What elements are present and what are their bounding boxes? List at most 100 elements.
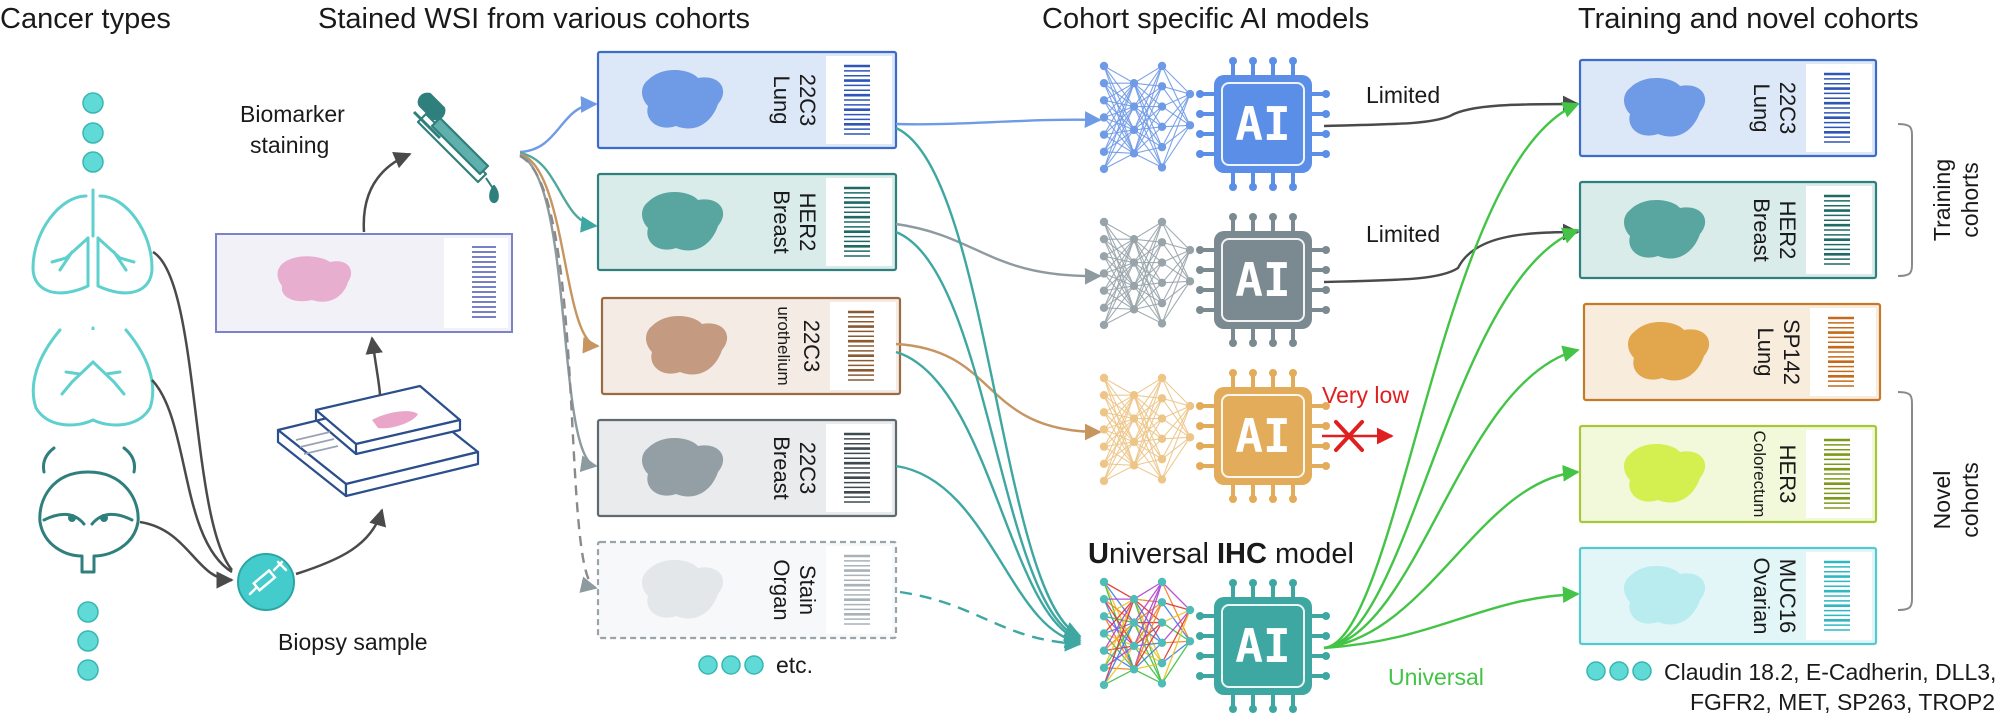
- scanner-to-slide-arrow: [365, 336, 383, 397]
- wsi_slides-barcode-0: [844, 64, 870, 135]
- wsi_slides-tissue-4: [642, 559, 724, 619]
- limited-label-1: Limited: [1366, 82, 1440, 108]
- biopsy-label: Biopsy sample: [278, 629, 428, 655]
- training-label-line1: Training: [1929, 159, 1955, 241]
- cross-icon: [1334, 420, 1364, 452]
- novel-bracket: [1897, 391, 1913, 611]
- wsi_slides-organ-1: Breast: [769, 190, 794, 254]
- biomarker-label-line2: staining: [250, 132, 329, 158]
- cohort_slides-organ-0: Lung: [1749, 84, 1774, 133]
- he-slide: [215, 233, 513, 333]
- header-cohort-models: Cohort specific AI models: [1042, 3, 1369, 35]
- neural-net-icon: [1099, 61, 1195, 174]
- cohort_slides-tissue-3: [1624, 443, 1706, 503]
- training-label-line2: cohorts: [1957, 162, 1983, 237]
- other-biomarkers-line1: Claudin 18.2, E-Cadherin, DLL3,: [1664, 659, 1996, 685]
- models: AI AI AI AI: [1099, 57, 1330, 713]
- novel-label-line1: Novel: [1929, 471, 1955, 530]
- cohort_slides-organ-2: Lung: [1753, 328, 1778, 377]
- other-biomarkers-dots: [1586, 661, 1652, 681]
- dropper-icon: [412, 92, 499, 204]
- wsi_slides-tissue-3: [642, 437, 724, 497]
- very-low-label: Very low: [1322, 382, 1409, 408]
- chip-icon: AI: [1196, 579, 1330, 713]
- wsi_slides-tissue-1: [642, 191, 724, 251]
- universal-ihc-model-title: Universal IHC model: [1088, 538, 1354, 570]
- wsi_slides-barcode-4: [844, 554, 870, 625]
- wsi_slides-stain-0: 22C3: [795, 74, 820, 127]
- cohort_slides-barcode-3: [1824, 438, 1850, 509]
- ellipsis-dots-bottom: [77, 601, 99, 681]
- wsi_slides-organ-4: Organ: [769, 559, 794, 620]
- header-stained-wsi: Stained WSI from various cohorts: [318, 3, 750, 35]
- model-to-cohort-arrows: [1322, 95, 1580, 650]
- biopsy-to-scanner-arrow: [295, 508, 387, 576]
- etc-label: etc.: [776, 652, 813, 678]
- chip-icon: AI: [1196, 369, 1330, 503]
- scanner-icon: [276, 384, 480, 498]
- cohort_slides-barcode-0: [1824, 72, 1850, 143]
- universal-label: Universal: [1388, 664, 1484, 690]
- wsi_slides-barcode-2: [848, 310, 874, 381]
- wsi_slides-tissue-2: [646, 315, 728, 375]
- cohort_slides-stain-0: 22C3: [1775, 82, 1800, 135]
- ai-chip-label-2: AI: [1235, 409, 1290, 463]
- chip-icon: AI: [1196, 57, 1330, 191]
- cohort_slides-stain-4: MUC16: [1775, 559, 1800, 634]
- bladder-icon: [38, 446, 140, 574]
- cohort_slides-tissue-1: [1624, 199, 1706, 259]
- wsi_slides-stain-2: 22C3: [799, 320, 824, 373]
- wsi_slides-stain-1: HER2: [795, 193, 820, 252]
- wsi-slides: 22C3LungHER2Breast22C3urothelium22C3Brea…: [596, 50, 902, 640]
- organ-to-biopsy-arrows: [139, 250, 234, 589]
- wsi_slides-organ-0: Lung: [769, 76, 794, 125]
- ai-chip-label-3: AI: [1235, 619, 1290, 673]
- cohort_slides-tissue-4: [1624, 565, 1706, 625]
- cohort_slides-tissue-2: [1628, 321, 1710, 381]
- cohort_slides-barcode-4: [1824, 560, 1850, 631]
- neural-net-icon: [1099, 217, 1195, 330]
- wsi_slides-stain-4: Stain: [795, 565, 820, 615]
- etc-dots: [698, 655, 764, 675]
- wsi_slides-barcode-3: [844, 432, 870, 503]
- cohort_slides-tissue-0: [1624, 77, 1706, 137]
- ellipsis-dots-top: [82, 92, 104, 173]
- neural-net-icon: [1099, 373, 1195, 486]
- wsi_slides-barcode-1: [844, 186, 870, 257]
- biomarker-label-line1: Biomarker: [240, 101, 345, 127]
- ai-chip-label-0: AI: [1235, 97, 1290, 151]
- wsi_slides-stain-3: 22C3: [795, 442, 820, 495]
- limited-label-2: Limited: [1366, 221, 1440, 247]
- header-training-novel: Training and novel cohorts: [1578, 3, 1919, 35]
- wsi-to-model-arrows: [895, 111, 1102, 652]
- cohort_slides-barcode-2: [1828, 316, 1854, 387]
- breast-icon: [31, 326, 155, 427]
- wsi_slides-organ-3: Breast: [769, 436, 794, 500]
- stain-to-wsi-arrows: [519, 96, 600, 593]
- neural-net-icon: [1099, 577, 1195, 690]
- cohort_slides-organ-1: Breast: [1749, 198, 1774, 262]
- wsi_slides-organ-2: urothelium: [774, 306, 793, 385]
- cohort_slides-organ-4: Ovarian: [1749, 557, 1774, 634]
- training-bracket: [1897, 123, 1913, 277]
- other-biomarkers-line2: FGFR2, MET, SP263, TROP2: [1690, 689, 1995, 715]
- cohort_slides-stain-2: SP142: [1779, 319, 1804, 385]
- novel-label-line2: cohorts: [1957, 462, 1983, 537]
- syringe-icon: [237, 553, 295, 611]
- ai-chip-label-1: AI: [1235, 253, 1290, 307]
- cohort_slides-organ-3: Colorectum: [1750, 431, 1769, 518]
- header-cancer-types: Cancer types: [0, 3, 171, 35]
- cohort-slides: 22C3LungHER2BreastSP142LungHER3Colorectu…: [1578, 58, 1882, 646]
- chip-icon: AI: [1196, 213, 1330, 347]
- slide-to-stain-arrow: [362, 152, 412, 233]
